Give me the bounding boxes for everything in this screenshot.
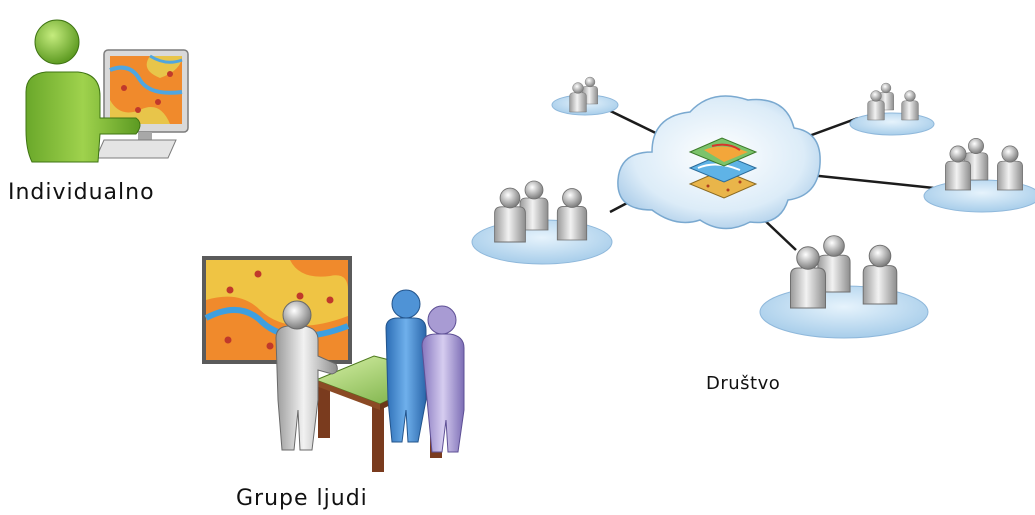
people-cluster-icon (471, 180, 613, 265)
cloud-map-layers-icon (617, 95, 821, 230)
people-cluster-icon (759, 235, 929, 339)
person-at-computer-icon (25, 19, 189, 163)
label-individual: Individualno (8, 180, 155, 205)
group-at-table-icon (202, 256, 465, 472)
label-society: Društvo (706, 373, 780, 394)
people-cluster-icon (551, 76, 619, 116)
people-cluster-icon (849, 82, 935, 136)
people-cluster-icon (923, 138, 1035, 213)
label-group: Grupe ljudi (236, 486, 368, 511)
